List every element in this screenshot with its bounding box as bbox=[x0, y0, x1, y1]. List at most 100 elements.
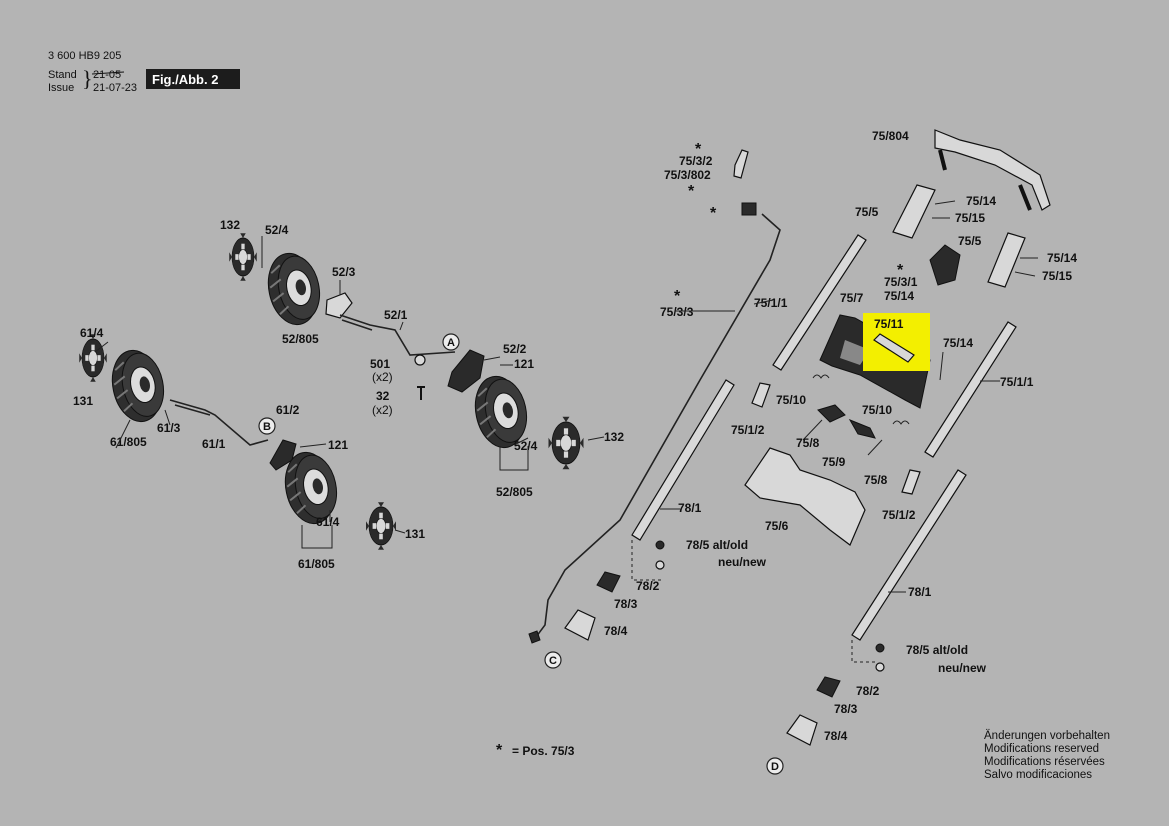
label-75-10: 75/10 bbox=[862, 403, 892, 417]
handle-75-804-legs bbox=[938, 149, 1032, 211]
label-75-3-2: 75/3/2 bbox=[679, 154, 713, 168]
star-icon: * bbox=[695, 141, 702, 158]
highlight-box bbox=[863, 313, 930, 371]
bracket-line-61-805 bbox=[301, 525, 333, 549]
knob-78-2-right bbox=[816, 676, 841, 698]
cable-plug bbox=[528, 630, 541, 644]
wheel-52-805-upper bbox=[261, 247, 327, 331]
label-75-7: 75/7 bbox=[840, 291, 864, 305]
label-75-1-2: 75/1/2 bbox=[882, 508, 916, 522]
label-78-3: 78/3 bbox=[834, 702, 858, 716]
callout-c-letter: C bbox=[549, 655, 557, 667]
label-501-qty: (x2) bbox=[372, 370, 393, 384]
cover-78-4-right bbox=[786, 714, 818, 746]
cover-78-4-left bbox=[564, 609, 596, 641]
label-61-805: 61/805 bbox=[110, 435, 147, 449]
issue-date: 21-07-23 bbox=[93, 82, 137, 94]
clip-75-1-2-right bbox=[901, 469, 921, 495]
label-131: 131 bbox=[73, 394, 93, 408]
lever-75-9-right bbox=[848, 419, 876, 439]
housing-75-7-window bbox=[840, 340, 870, 365]
label-75-8: 75/8 bbox=[796, 436, 820, 450]
clamp-75-5-lower bbox=[987, 232, 1026, 288]
label-121: 121 bbox=[514, 357, 534, 371]
callout-b-letter: B bbox=[263, 421, 271, 433]
label-78-4: 78/4 bbox=[604, 624, 628, 638]
bracket-61-2 bbox=[269, 439, 297, 471]
label-61-2: 61/2 bbox=[276, 403, 300, 417]
note-en: Modifications reserved bbox=[984, 743, 1099, 755]
label-75-6: 75/6 bbox=[765, 519, 789, 533]
bracket-75-6 bbox=[744, 447, 866, 546]
label-32: 32 bbox=[376, 389, 390, 403]
wheel-61-805-upper bbox=[105, 344, 171, 428]
clip-75-1-2-left bbox=[751, 382, 771, 408]
label-78-1: 78/1 bbox=[678, 501, 702, 515]
label-52-4: 52/4 bbox=[514, 439, 538, 453]
label-61-3: 61/3 bbox=[157, 421, 181, 435]
label-75-10: 75/10 bbox=[776, 393, 806, 407]
bracket-52-3 bbox=[325, 292, 353, 319]
screw-new-left bbox=[655, 560, 665, 570]
figure-tag-box bbox=[146, 69, 240, 89]
label-75-1-1: 75/1/1 bbox=[754, 296, 788, 310]
hubcap-131-lower bbox=[365, 501, 397, 551]
label-32-qty: (x2) bbox=[372, 403, 393, 417]
label-131: 131 bbox=[405, 527, 425, 541]
washer-501 bbox=[414, 354, 426, 366]
footnote-text: = Pos. 75/3 bbox=[512, 744, 575, 758]
strikethrough-line bbox=[91, 71, 125, 75]
callout-d bbox=[766, 757, 784, 775]
label-121: 121 bbox=[328, 438, 348, 452]
lever-75-9-left bbox=[817, 404, 846, 423]
knob-78-2-left bbox=[596, 571, 621, 593]
label-75-1-2: 75/1/2 bbox=[731, 423, 765, 437]
label-52-1: 52/1 bbox=[384, 308, 408, 322]
hubcap-132-upper bbox=[228, 232, 258, 282]
hubcap-132-lower bbox=[547, 416, 585, 470]
axle-52-1-end bbox=[341, 319, 373, 331]
label-new: neu/new bbox=[938, 661, 987, 675]
star-icon: * bbox=[710, 205, 717, 222]
star-icon: * bbox=[688, 183, 695, 200]
label-75-3-3: 75/3/3 bbox=[660, 305, 694, 319]
label-75-14: 75/14 bbox=[884, 289, 914, 303]
label-75-8: 75/8 bbox=[864, 473, 888, 487]
star-icon: * bbox=[674, 288, 681, 305]
note-es: Salvo modificaciones bbox=[984, 769, 1092, 781]
label-75-9: 75/9 bbox=[822, 455, 846, 469]
hubcap-131-upper bbox=[78, 333, 108, 383]
label-78-5-old: 78/5 alt/old bbox=[906, 643, 968, 657]
label-78-1: 78/1 bbox=[908, 585, 932, 599]
label-132: 132 bbox=[220, 218, 240, 232]
tube-78-1-left bbox=[631, 379, 735, 541]
issue-label: Issue bbox=[48, 82, 74, 94]
label-75-3-802: 75/3/802 bbox=[664, 168, 711, 182]
label-75-14: 75/14 bbox=[1047, 251, 1077, 265]
label-75-11: 75/11 bbox=[874, 317, 904, 331]
label-61-1: 61/1 bbox=[202, 437, 226, 451]
label-new: neu/new bbox=[718, 555, 767, 569]
label-52-3: 52/3 bbox=[332, 265, 356, 279]
tube-78-1-right bbox=[851, 469, 967, 641]
label-78-3: 78/3 bbox=[614, 597, 638, 611]
note-fr: Modifications réservées bbox=[984, 756, 1105, 768]
screw-78-5-left bbox=[655, 540, 665, 550]
label-52-805: 52/805 bbox=[496, 485, 533, 499]
part-75-11 bbox=[873, 333, 915, 363]
doc-number: 3 600 HB9 205 bbox=[48, 50, 121, 62]
label-52-4: 52/4 bbox=[265, 223, 289, 237]
label-75-15: 75/15 bbox=[1042, 269, 1072, 283]
label-75-14: 75/14 bbox=[943, 336, 973, 350]
screw-32 bbox=[417, 386, 425, 400]
spring-75-10-left bbox=[812, 374, 830, 379]
tube-75-1-1-right bbox=[924, 321, 1017, 458]
stand-label: Stand bbox=[48, 69, 77, 81]
label-52-805: 52/805 bbox=[282, 332, 319, 346]
brace-icon: } bbox=[82, 66, 93, 91]
bracket-52-2 bbox=[447, 349, 485, 393]
axle-61-1-end bbox=[174, 404, 211, 416]
label-75-15: 75/15 bbox=[955, 211, 985, 225]
axle-61-1 bbox=[169, 399, 269, 446]
